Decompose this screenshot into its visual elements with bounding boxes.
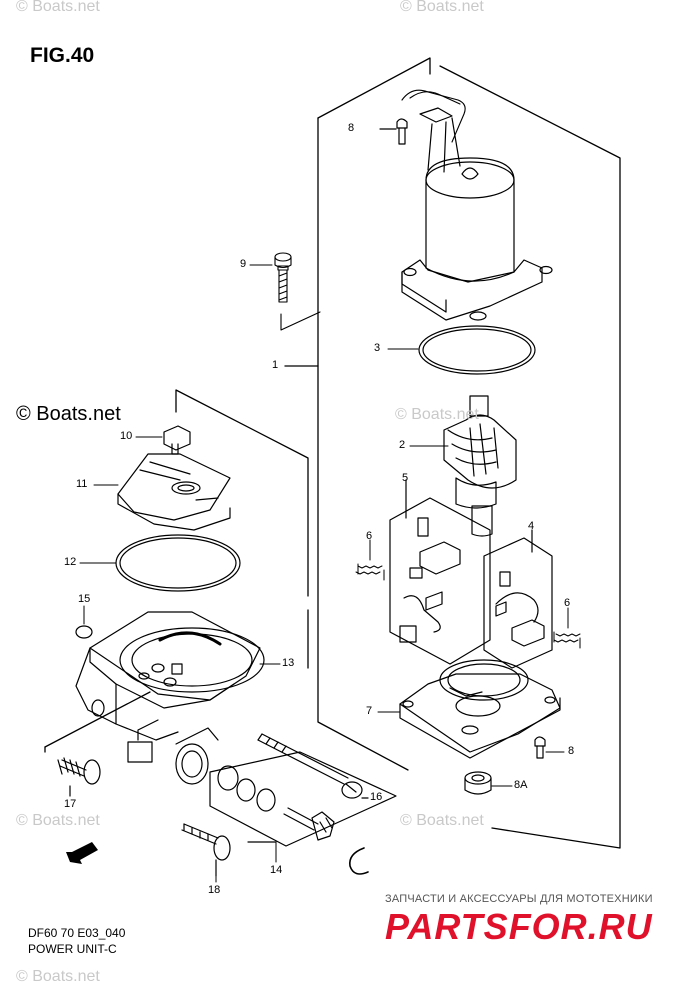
screw-8-bottom xyxy=(534,736,546,759)
long-bolt-16 xyxy=(257,733,369,799)
cover-plate-11 xyxy=(117,453,231,531)
callout-label: 4 xyxy=(528,520,535,532)
watermark: © Boats.net xyxy=(395,406,479,423)
callout-label: 1 xyxy=(272,359,279,371)
watermark-main: © Boats.net xyxy=(16,403,121,425)
store-tagline: ЗАПЧАСТИ И АКСЕССУАРЫ ДЛЯ МОТОТЕХНИКИ xyxy=(385,893,653,905)
assembly-boundary-left xyxy=(44,389,309,753)
o-ring-3 xyxy=(418,325,536,375)
callout-label: 17 xyxy=(64,798,77,810)
brush-holder-5 xyxy=(389,479,491,665)
bolt-18 xyxy=(181,823,231,877)
o-ring-12 xyxy=(115,534,241,592)
leader-lines xyxy=(79,264,565,883)
figure-name: POWER UNIT-C xyxy=(28,942,117,956)
watermark: © Boats.net xyxy=(400,0,484,15)
callout-label: 6 xyxy=(366,530,373,542)
callout-label: 18 xyxy=(208,884,221,896)
spring-6-left xyxy=(355,539,385,581)
watermark: © Boats.net xyxy=(16,968,100,985)
callout-label: 8 xyxy=(348,122,355,134)
callout-label: 8 xyxy=(568,745,575,757)
callout-label: 8A xyxy=(514,779,528,791)
circlip xyxy=(348,847,369,875)
o-ring-15 xyxy=(75,625,93,639)
watermark: © Boats.net xyxy=(16,0,100,15)
watermark: © Boats.net xyxy=(400,812,484,829)
pin-10 xyxy=(163,425,191,455)
callout-label: 6 xyxy=(564,597,571,609)
callout-label: 14 xyxy=(270,864,283,876)
callout-label: 7 xyxy=(366,705,373,717)
callout-label: 15 xyxy=(78,593,91,605)
figure-code: DF60 70 E03_040 xyxy=(28,926,126,940)
callout-label: 13 xyxy=(282,657,295,669)
screw-8-top xyxy=(379,118,408,145)
seal-rings xyxy=(217,765,276,812)
pump-body-13 xyxy=(75,611,265,785)
store-logo[interactable]: PARTSFOR.RU xyxy=(385,906,653,947)
spring-6-right xyxy=(553,607,581,649)
figure-title: FIG.40 xyxy=(30,44,95,67)
armature-2 xyxy=(443,395,517,537)
callout-label: 10 xyxy=(120,430,133,442)
valve-group-box-14 xyxy=(209,751,397,847)
bushing-8A xyxy=(464,771,492,795)
assembly-boundary-right xyxy=(284,57,621,849)
callout-label: 12 xyxy=(64,556,77,568)
electric-motor xyxy=(401,89,553,321)
bolt-17 xyxy=(57,757,101,797)
callout-label: 5 xyxy=(402,472,409,484)
bolt-9 xyxy=(274,252,321,331)
brush-holder-4 xyxy=(483,529,553,669)
callout-label: 9 xyxy=(240,258,247,270)
watermark: © Boats.net xyxy=(16,812,100,829)
callout-label: 11 xyxy=(76,478,88,490)
valve xyxy=(283,807,335,841)
callout-label: 2 xyxy=(399,439,406,451)
callout-label: 16 xyxy=(370,791,383,803)
fwd-arrow-icon xyxy=(66,842,98,864)
callout-label: 3 xyxy=(374,342,381,354)
motor-base-7 xyxy=(399,659,561,759)
